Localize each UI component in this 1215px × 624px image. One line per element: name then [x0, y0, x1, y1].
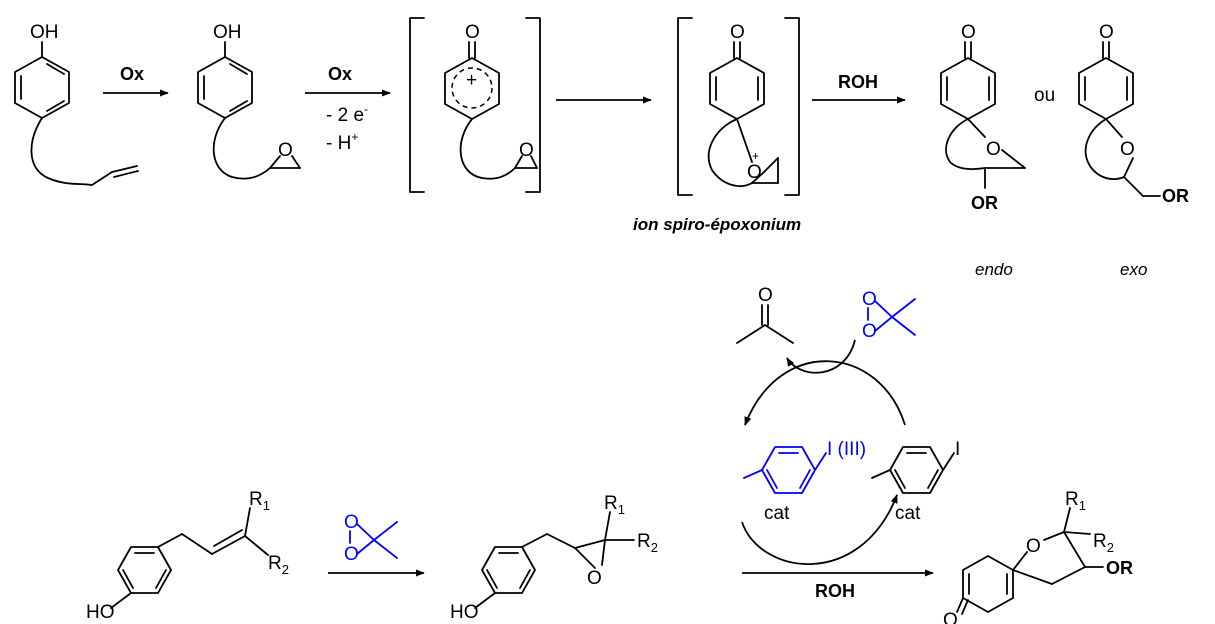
hydroxyl-label: OH [213, 22, 242, 43]
exo-label: exo [1120, 260, 1147, 279]
ring-oxygen-label: O [1026, 536, 1041, 557]
oxidant-label: Ox [120, 64, 144, 84]
catalyst-label: cat [764, 503, 790, 524]
carbonyl-oxygen-label: O [943, 610, 958, 624]
alkoxy-group-label: OR [1106, 558, 1133, 578]
phenol-alkene-molecule: OH [14, 22, 139, 186]
dioxirane-oxygen-label: O [344, 512, 359, 533]
cyclization-arrow: ROH [742, 569, 934, 601]
iodine-III-label: I (III) [827, 439, 866, 460]
carbonyl-oxygen-label: O [1099, 22, 1114, 43]
alcohol-reagent-label: ROH [838, 72, 878, 92]
acetone-byproduct: O [736, 285, 794, 344]
dioxirane-oxygen-label: O [344, 544, 359, 565]
hydroxyl-label: HO [86, 602, 115, 623]
iodine-III-catalyst: I (III) cat [743, 439, 866, 524]
substituent-R2-label: R2 [268, 553, 289, 577]
spiro-epoxonium-intermediate: O O + ion spiro-époxonium [633, 17, 801, 234]
exo-product: O O OR exo [1078, 22, 1189, 279]
oxidant-label: Ox [328, 64, 352, 84]
hydroxyl-label: OH [30, 22, 59, 43]
alkoxy-group-label: OR [971, 193, 998, 213]
step2-arrow: Ox - 2 e- - H+ [305, 64, 391, 154]
substituent-R1-label: R1 [1065, 489, 1086, 513]
oxonium-charge: + [752, 149, 759, 163]
intermediate-caption: ion spiro-époxonium [633, 215, 801, 234]
ring-oxygen-label: O [1120, 139, 1135, 160]
phenol-epoxide-molecule: OH O [197, 22, 301, 180]
allyl-phenol-substrate: HO R1 R2 [86, 489, 289, 623]
alkoxy-group-label: OR [1162, 186, 1189, 206]
epoxide-oxygen-label: O [519, 140, 534, 161]
dioxirane-oxygen-label: O [862, 289, 877, 310]
step4-arrow: ROH [812, 72, 906, 104]
carbonyl-oxygen-label: O [758, 285, 773, 306]
or-word: ou [1034, 85, 1055, 106]
carbonyl-oxygen-label: O [961, 22, 976, 43]
proton-loss-label: - H+ [326, 130, 358, 154]
substituent-R2-label: R2 [637, 531, 658, 555]
epoxide-oxygen-label: O [278, 140, 293, 161]
phenoxonium-intermediate: O + O [409, 17, 541, 193]
substituent-R1-label: R1 [604, 493, 625, 517]
spiro-product: O O R1 R2 OR [943, 489, 1133, 624]
epoxide-intermediate: HO O R1 R2 [450, 493, 658, 623]
electron-loss-label: - 2 e- [326, 102, 368, 126]
hydroxyl-label: HO [450, 602, 479, 623]
endo-label: endo [975, 260, 1013, 279]
ring-oxygen-label: O [986, 139, 1001, 160]
substituent-R1-label: R1 [249, 489, 270, 513]
cation-charge: + [466, 70, 477, 91]
carbonyl-oxygen-label: O [730, 22, 745, 43]
dmdo-reagent-cycle: O O [862, 289, 916, 342]
epoxide-oxygen-label: O [587, 568, 602, 589]
catalyst-label: cat [895, 503, 921, 524]
step1-arrow: Ox [103, 64, 169, 97]
carbonyl-oxygen-label: O [465, 22, 480, 43]
dioxirane-oxygen-label: O [862, 321, 877, 342]
iodine-label: I [955, 439, 960, 460]
endo-product: O O OR endo [940, 22, 1026, 279]
substituent-R2-label: R2 [1093, 531, 1114, 555]
aryl-iodide-catalyst: I cat [871, 439, 960, 524]
catalytic-cycle-arrows [741, 339, 906, 565]
alcohol-reagent-label: ROH [815, 581, 855, 601]
epoxidation-arrow: O O [328, 512, 425, 577]
